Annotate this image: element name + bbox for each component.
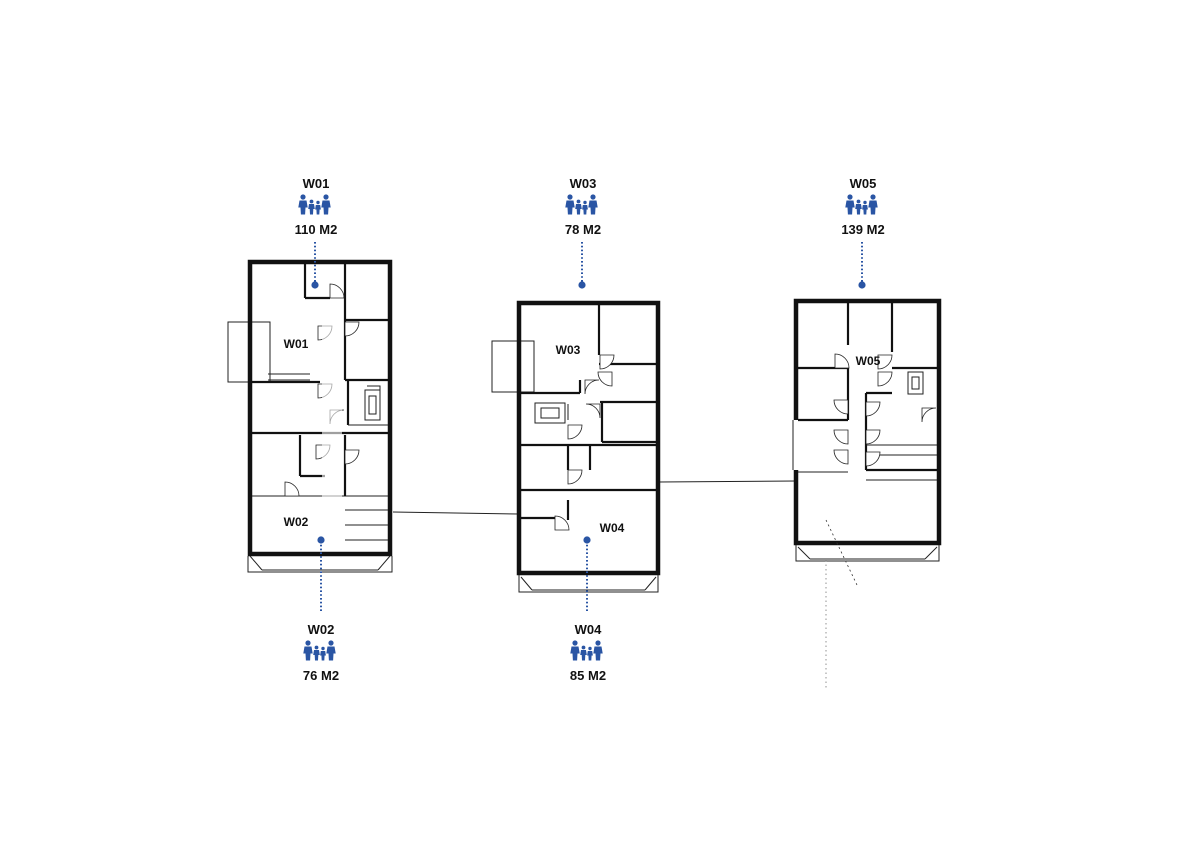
unit-area-w04: 85 M2	[570, 668, 606, 683]
unit-area-w01: 110 M2	[295, 222, 338, 237]
unit-id-w05: W05	[850, 176, 877, 191]
family-icon	[565, 194, 598, 215]
marker-dot-w01	[311, 281, 319, 289]
building-plan-2	[491, 300, 661, 593]
plan-label-w05: W05	[856, 354, 881, 368]
family-icon	[298, 194, 331, 215]
unit-id-w01: W01	[303, 176, 330, 191]
building-plan-3	[792, 298, 942, 690]
plan-label-w02: W02	[284, 515, 309, 529]
marker-dot-w04	[583, 536, 591, 544]
plan-label-w04: W04	[600, 521, 625, 535]
family-icon	[845, 194, 878, 215]
unit-id-w03: W03	[570, 176, 597, 191]
marker-dot-w03	[578, 281, 586, 289]
unit-area-w02: 76 M2	[303, 668, 339, 683]
connector-line	[392, 511, 520, 515]
marker-dot-w05	[858, 281, 866, 289]
unit-area-w03: 78 M2	[565, 222, 601, 237]
unit-id-w04: W04	[575, 622, 603, 637]
family-icon	[303, 640, 336, 661]
family-icon	[570, 640, 603, 661]
unit-area-w05: 139 M2	[841, 222, 884, 237]
plan-label-w03: W03	[556, 343, 581, 357]
unit-id-w02: W02	[308, 622, 335, 637]
plan-label-w01: W01	[284, 337, 309, 351]
connector-line	[658, 480, 797, 483]
marker-dot-w02	[317, 536, 325, 544]
building-plan-1	[227, 259, 393, 573]
